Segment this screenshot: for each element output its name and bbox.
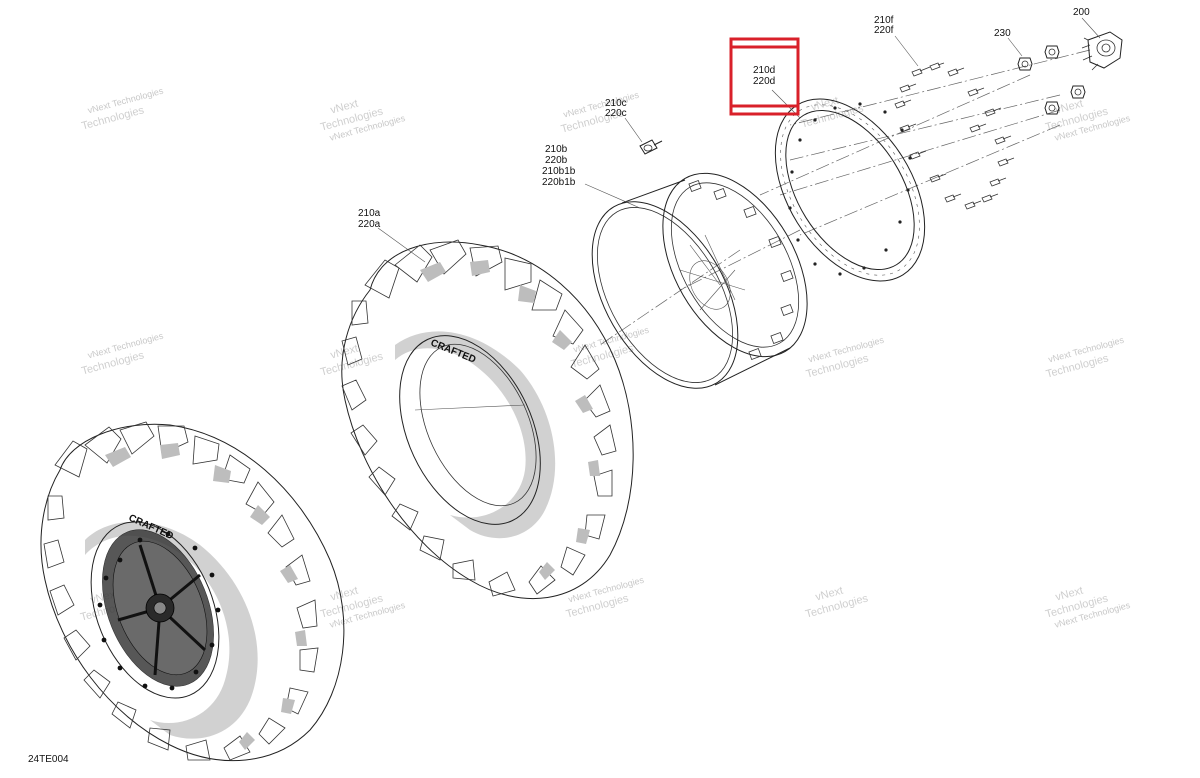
watermark: vNext Technologies Technologies [80, 331, 165, 378]
callout-210d[interactable]: 210d [753, 65, 775, 76]
callout-200[interactable]: 200 [1073, 7, 1090, 18]
hub-part-200[interactable] [1081, 31, 1123, 71]
watermark: vNext Technologies Technologies [565, 575, 646, 621]
tire-rear-part-210a[interactable]: CRAFTED [341, 239, 634, 599]
callout-220f[interactable]: 220f [874, 25, 894, 36]
callout-210a[interactable]: 210a [358, 208, 381, 219]
assembly-axis-lines [599, 49, 1091, 346]
callout-220a[interactable]: 220a [358, 219, 381, 230]
watermark: vNext Technologies vNext Technologies [1044, 98, 1131, 143]
beadlock-bolts-part-210f[interactable] [894, 62, 1015, 210]
watermark: vNext Technologies Technologies [80, 86, 165, 133]
callout-230[interactable]: 230 [994, 28, 1011, 39]
callout-210c[interactable]: 210c [605, 98, 627, 109]
watermark: vNext Technologies Technologies [560, 90, 641, 136]
callout-220b[interactable]: 220b [545, 155, 568, 166]
lug-nuts-part-230[interactable] [1017, 45, 1086, 115]
watermark: vNext Technologies [804, 585, 870, 621]
wheel-assembly-front[interactable]: CRAFTED [40, 421, 345, 762]
watermark: vNext Technologies vNext Technologies [319, 98, 406, 143]
diagram-id: 24TE004 [28, 754, 69, 765]
beadlock-ring-part-210d[interactable] [744, 72, 955, 307]
watermark: vNext Technologies vNext Technologies [1044, 585, 1131, 630]
callout-labels: 200 230 210f 220f 210d 220d 210c 220c 21… [358, 7, 1090, 230]
callout-220b1b[interactable]: 220b1b [542, 177, 576, 188]
watermark: vNext Technologies [319, 343, 385, 379]
watermark: vNext Technologies vNext Technologies [319, 585, 406, 630]
callout-220c[interactable]: 220c [605, 108, 627, 119]
watermark: vNext Technologies Technologies [1045, 335, 1126, 381]
highlight-box [729, 37, 800, 116]
watermark: vNext Technologies Technologies [805, 335, 886, 381]
valve-bolt-part-210c[interactable] [639, 139, 663, 155]
watermark: vNext Technologies Technologies [570, 325, 651, 371]
rim-part-210b[interactable] [562, 148, 837, 413]
callout-210b[interactable]: 210b [545, 144, 568, 155]
callout-210f[interactable]: 210f [874, 15, 894, 26]
leader-lines [377, 17, 1101, 263]
watermark-layer: vNext Technologies Technologies vNext Te… [79, 86, 1131, 630]
callout-210b1b[interactable]: 210b1b [542, 166, 576, 177]
callout-220d[interactable]: 220d [753, 76, 775, 87]
